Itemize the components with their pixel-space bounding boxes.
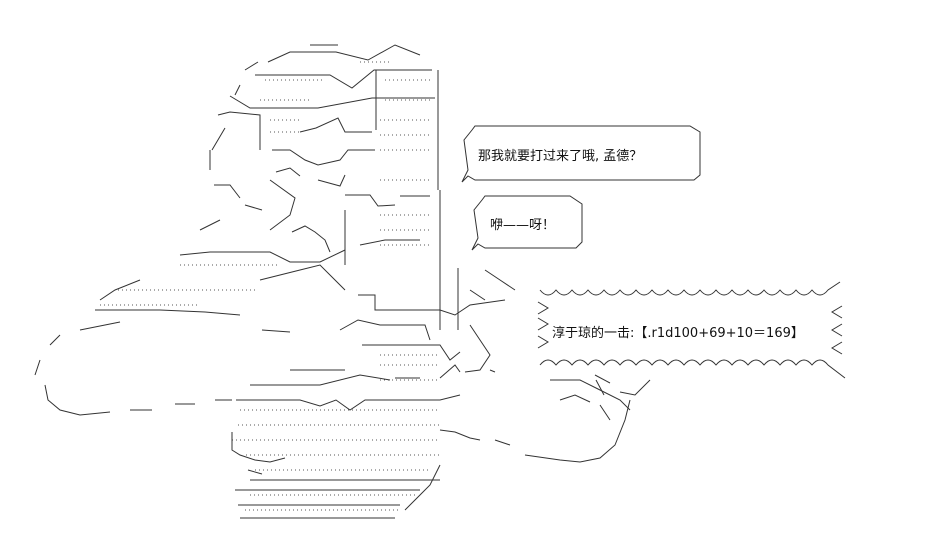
speech-bubble-1-text: 那我就要打过来了哦, 孟德？	[478, 149, 643, 164]
speech-bubble-2-text: 咿——呀！	[490, 218, 556, 233]
attack-banner-text: 淳于琼的一击:【.r1d100+69+10＝169】	[552, 326, 804, 341]
